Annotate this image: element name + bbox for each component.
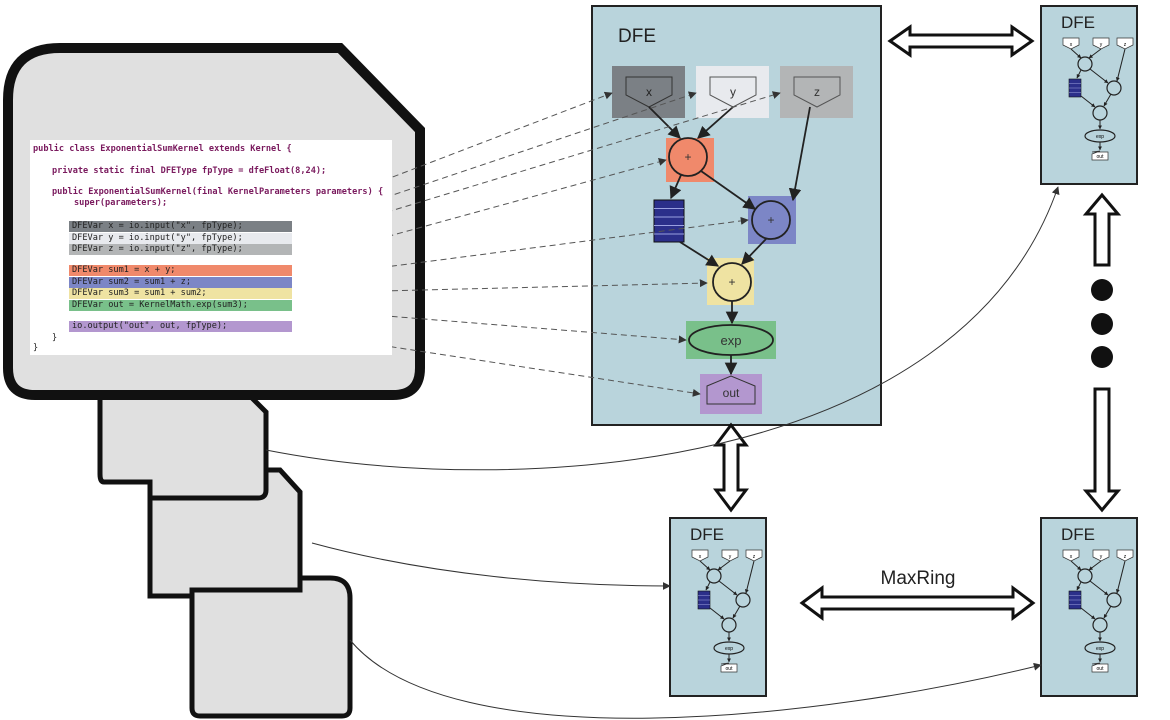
svg-text:y: y: [729, 554, 732, 560]
code-line-class-decl: public class ExponentialSumKernel extend…: [33, 144, 292, 154]
svg-text:z: z: [1124, 42, 1127, 48]
out-node: [706, 375, 756, 405]
highlight-out: [69, 300, 292, 311]
svg-text:out: out: [1097, 666, 1105, 672]
link-main-to-top-right: [887, 24, 1035, 58]
highlight-y: [69, 233, 292, 244]
code-editor: public class ExponentialSumKernel extend…: [30, 140, 392, 355]
code-line-fptype: private static final DFEType fpType = df…: [52, 166, 327, 176]
input-z-node: [793, 76, 841, 108]
svg-text:exp: exp: [725, 646, 733, 652]
code-line-sum1: DFEVar sum1 = x + y;: [72, 265, 176, 275]
highlight-z: [69, 244, 292, 255]
exp-highlight: [686, 321, 776, 359]
code-line-sum2: DFEVar sum2 = sum1 + z;: [72, 277, 191, 287]
dfe-bottom-right: DFE x y z exp out: [1041, 518, 1137, 696]
highlight-sum3: [69, 288, 292, 299]
out-label: out: [723, 386, 740, 400]
svg-text:y: y: [1100, 554, 1103, 560]
svg-text:y: y: [1100, 42, 1103, 48]
code-line-z: DFEVar z = io.input("z", fpType);: [72, 244, 243, 254]
highlight-sum2: [69, 277, 292, 288]
svg-text:z: z: [1124, 554, 1127, 560]
code-line-constructor: public ExponentialSumKernel(final Kernel…: [52, 187, 384, 197]
interconnects: [713, 24, 1122, 621]
svg-text:x: x: [1070, 42, 1073, 48]
sum2-adder: [751, 200, 791, 240]
main-dfe-edges: [648, 106, 811, 376]
sum3-symbol: +: [728, 275, 735, 289]
stream-buffer: [653, 199, 685, 243]
input-x-node: [625, 76, 673, 108]
code-line-sum3: DFEVar sum3 = sum1 + sum2;: [72, 288, 207, 298]
ellipsis-dot-1: [1091, 279, 1113, 301]
input-x-label: x: [646, 85, 652, 99]
dfe-bottom-right-label: DFE: [1061, 525, 1095, 544]
dfe-bottom-middle: DFE x y z exp out: [670, 518, 766, 696]
dfe-bottom-middle-label: DFE: [690, 525, 724, 544]
card-to-dfe-connections: [265, 186, 1060, 719]
code-line-y: DFEVar y = io.input("y", fpType);: [72, 233, 243, 243]
exp-label: exp: [721, 333, 742, 348]
ellipsis-dot-2: [1091, 313, 1113, 335]
link-main-to-bottom-middle: [713, 422, 749, 513]
dfe-top-right: DFE x y z exp out: [1041, 6, 1137, 184]
link-top-right-up: [1082, 192, 1122, 267]
svg-text:z: z: [753, 554, 756, 560]
highlight-sum1: [69, 265, 292, 276]
highlight-x: [69, 221, 292, 232]
svg-text:exp: exp: [1096, 134, 1104, 140]
svg-text:x: x: [699, 554, 702, 560]
dfe-top-right-label: DFE: [1061, 13, 1095, 32]
link-bottom-right-down: [1082, 387, 1122, 513]
svg-text:out: out: [1097, 154, 1105, 160]
code-line-close-inner: }: [52, 333, 58, 343]
sum2-symbol: +: [767, 213, 774, 227]
ellipsis-dot-3: [1091, 346, 1113, 368]
maxring-label: MaxRing: [881, 568, 956, 589]
highlight-output: [69, 321, 292, 332]
svg-text:x: x: [1070, 554, 1073, 560]
code-line-output: io.output("out", out, fpType);: [72, 321, 228, 331]
input-y-node: [709, 76, 757, 108]
code-line-out: DFEVar out = KernelMath.exp(sum3);: [72, 300, 248, 310]
memory-card-1: [97, 383, 269, 501]
svg-text:exp: exp: [1096, 646, 1104, 652]
code-line-x: DFEVar x = io.input("x", fpType);: [72, 221, 243, 231]
memory-card-3: [189, 575, 353, 719]
sum1-adder: [668, 137, 708, 177]
code-line-super: super(parameters);: [74, 198, 168, 208]
input-z-label: z: [814, 85, 820, 99]
svg-text:out: out: [726, 666, 734, 672]
input-y-label: y: [730, 85, 736, 99]
main-dfe: DFE x y z + + + exp out: [591, 5, 882, 426]
main-dfe-label: DFE: [618, 26, 656, 47]
sum1-symbol: +: [684, 150, 691, 164]
maxring-link: [799, 585, 1036, 621]
code-line-close-outer: }: [33, 343, 39, 353]
